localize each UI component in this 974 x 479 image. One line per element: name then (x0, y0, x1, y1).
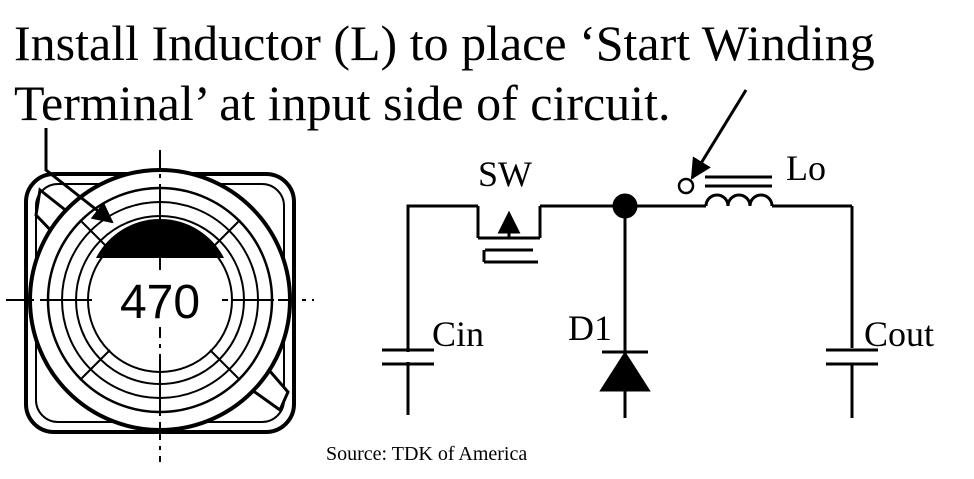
arrow-to-marking (44, 128, 114, 224)
label-d1: D1 (568, 308, 612, 348)
inductor-marking-text: 470 (120, 276, 200, 329)
title-line-1: Install Inductor (L) to place ‘Start Win… (14, 15, 875, 71)
label-cin: Cin (432, 314, 484, 354)
start-winding-terminal (677, 177, 695, 195)
label-sw: SW (478, 154, 532, 194)
buck-converter-schematic (382, 175, 878, 418)
title-line-2: Terminal’ at input side of circuit. (14, 75, 670, 131)
switch-mosfet (476, 206, 542, 264)
source-attribution: Source: TDK of America (326, 443, 527, 465)
start-winding-mark (96, 218, 224, 258)
label-cout: Cout (864, 314, 934, 354)
arrow-to-terminal (690, 89, 748, 180)
inductor-lo-symbol (678, 175, 852, 208)
inductor-top-view (6, 150, 314, 462)
label-lo: Lo (786, 148, 826, 188)
